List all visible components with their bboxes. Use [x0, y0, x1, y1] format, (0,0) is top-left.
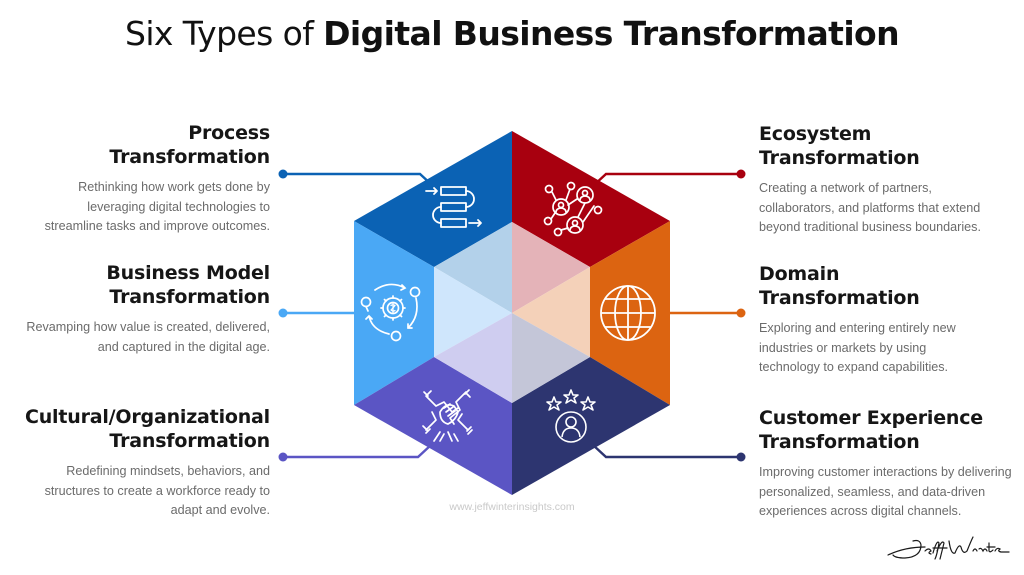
dot-ecosystem — [736, 169, 746, 179]
inner-business-model — [434, 267, 512, 357]
page-title: Six Types of Digital Business Transforma… — [0, 14, 1024, 53]
type-description: Exploring and entering entirely new indu… — [759, 321, 956, 374]
connector-ecosystem — [592, 172, 741, 187]
type-description: Rethinking how work gets done by leverag… — [44, 180, 270, 233]
title-light: Six Types of — [124, 14, 324, 53]
connector-customer — [592, 444, 741, 459]
dot-business-model — [278, 308, 288, 318]
type-description: Creating a network of partners, collabor… — [759, 181, 981, 234]
title-line1: Business Model — [106, 262, 270, 284]
customer-rating-icon — [546, 389, 596, 443]
title-line1: Domain — [759, 263, 840, 285]
title-line1: Cultural/Organizational — [24, 406, 270, 428]
watermark: www.jeffwinterinsights.com — [449, 501, 575, 513]
title-line1: Ecosystem — [759, 123, 872, 145]
process-flow-icon — [425, 186, 482, 228]
title-line2: Transformation — [109, 430, 270, 452]
inner-process — [434, 222, 512, 313]
network-people-icon — [543, 181, 603, 237]
segment-cultural — [354, 357, 512, 495]
signature-icon — [887, 536, 1010, 560]
inner-ecosystem — [512, 222, 590, 313]
title-line2: Transformation — [109, 146, 270, 168]
segment-process — [354, 131, 512, 267]
title-line2: Transformation — [109, 286, 270, 308]
title-line2: Transformation — [759, 147, 920, 169]
title-line1: Process — [188, 122, 270, 144]
type-description: Improving customer interactions by deliv… — [759, 465, 1012, 518]
dot-cultural — [278, 452, 288, 462]
title-line2: Transformation — [759, 287, 920, 309]
dot-process — [278, 169, 288, 179]
inner-cultural — [434, 313, 512, 403]
type-description: Revamping how value is created, delivere… — [26, 320, 270, 354]
teamwork-hands-icon — [422, 389, 473, 442]
dot-domain — [736, 308, 746, 318]
connector-process — [283, 172, 434, 187]
title-line2: Transformation — [759, 431, 920, 453]
inner-customer — [512, 313, 590, 403]
connector-cultural — [283, 444, 432, 459]
inner-domain — [512, 267, 590, 357]
title-bold: Digital Business Transformation — [323, 14, 900, 53]
globe-icon — [600, 285, 656, 341]
segment-customer — [512, 357, 670, 495]
dot-customer — [736, 452, 746, 462]
gear-dollar-cycle-icon — [360, 283, 421, 342]
title-line1: Customer Experience — [759, 407, 983, 429]
type-description: Redefining mindsets, behaviors, and stru… — [44, 464, 270, 517]
